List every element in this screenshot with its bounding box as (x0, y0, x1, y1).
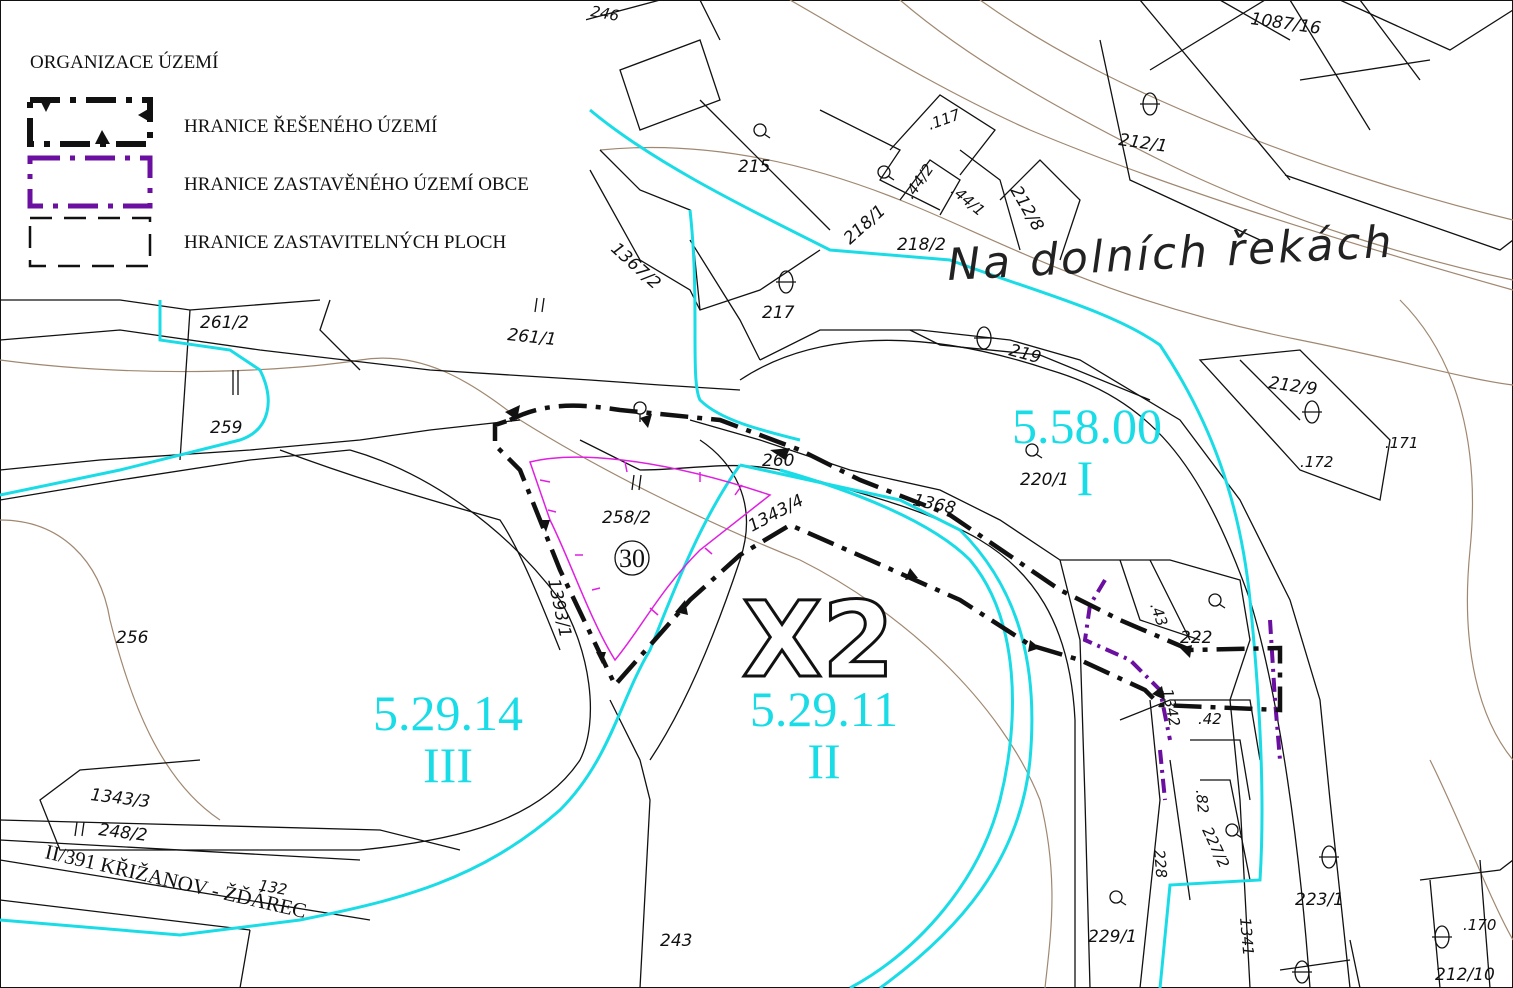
parcel-label: 223/1 (1295, 890, 1344, 910)
area-number-label: 30 (619, 544, 645, 573)
legend-label-buildable-area: HRANICE ZASTAVITELNÝCH PLOCH (184, 231, 506, 253)
zone-code-label-2: 5.29.14 (373, 685, 523, 741)
zone-class-label-3: II (807, 733, 840, 789)
parcel-label: 212/1 (1117, 130, 1168, 157)
parcel-label: 218/1 (840, 201, 890, 249)
parcel-label: 1342 (1158, 687, 1184, 728)
parcel-label: .44/2 (901, 160, 938, 202)
buildable-area-30 (529, 456, 772, 662)
zone-code-label-1: 5.58.00 (1012, 398, 1162, 454)
built-up-area-boundary (1082, 578, 1282, 801)
parcel-label: 1343/3 (89, 785, 151, 812)
parcel-label: .44/1 (947, 181, 988, 220)
parcel-label: 132 (257, 876, 288, 899)
forest-symbol-icon (1432, 925, 1452, 949)
parcel-label: 215 (738, 157, 770, 177)
parcel-label: 212/10 (1435, 965, 1495, 985)
parcel-label: 1393/1 (543, 577, 575, 640)
land-use-symbols (74, 92, 1452, 984)
legend-label-solved-area: HRANICE ŘEŠENÉHO ÚZEMÍ (184, 115, 437, 137)
parcel-label: 222 (1180, 628, 1212, 648)
parcel-label: .170 (1463, 916, 1496, 934)
legend-symbol-buildable-area (28, 216, 152, 268)
parcel-label: 1087/16 (1249, 9, 1322, 39)
solved-area-arrows (505, 405, 1192, 700)
parcel-label: 256 (116, 628, 149, 648)
parcel-label: 212/8 (1006, 183, 1048, 236)
garden-symbol-icon (1208, 593, 1226, 609)
parcel-label: 220/1 (1020, 470, 1069, 490)
garden-symbol-icon (1225, 823, 1243, 839)
zone-code-label-3: 5.29.11 (750, 681, 898, 737)
garden-symbol-icon (877, 165, 895, 181)
parcel-label: 258/2 (602, 508, 651, 528)
parcel-label: 218/2 (897, 235, 946, 255)
parcel-label: 1341 (1236, 917, 1257, 957)
parcel-label: 217 (762, 303, 795, 323)
garden-symbol-icon (753, 123, 771, 139)
forest-symbol-icon (1140, 92, 1160, 116)
garden-symbol-icon (633, 401, 647, 422)
parcel-label: .43 (1146, 600, 1171, 629)
forest-symbol-icon (1319, 845, 1339, 869)
parcel-label: 229/1 (1088, 927, 1137, 947)
legend-label-built-up-area: HRANICE ZASTAVĚNÉHO ÚZEMÍ OBCE (184, 173, 529, 195)
parcel-label: 246 (589, 2, 620, 25)
parcel-label: 260 (762, 451, 794, 471)
parcel-label: 243 (660, 931, 692, 951)
forest-symbol-icon (1302, 400, 1322, 424)
garden-symbol-icon (1025, 443, 1043, 459)
parcel-label: 228 (1150, 849, 1170, 879)
legend-symbol-solved-area (27, 97, 153, 147)
meadow-symbol-icon (534, 297, 545, 313)
parcel-label: 227/2 (1198, 824, 1233, 871)
zone-class-label-1: I (1077, 450, 1094, 506)
meadow-symbol-icon (232, 370, 239, 395)
parcel-label: .82 (1192, 789, 1212, 814)
parcel-label: .172 (1300, 453, 1333, 471)
garden-symbol-icon (1109, 890, 1127, 906)
parcel-label: 261/1 (506, 325, 557, 350)
meadow-symbol-icon (74, 821, 85, 837)
area-number-marker: 30 (614, 540, 650, 576)
parcel-label: 261/2 (200, 313, 249, 333)
legend-title: ORGANIZACE ÚZEMÍ (30, 51, 218, 73)
solved-area-boundary (492, 403, 1283, 713)
parcel-label: .171 (1385, 434, 1418, 452)
legend-symbol-built-up-area (27, 155, 153, 209)
meadow-symbol-icon (631, 474, 642, 491)
parcel-label: .42 (1198, 710, 1222, 728)
parcel-label: 259 (210, 418, 242, 438)
legend: ORGANIZACE ÚZEMÍ HRANICE ŘEŠENÉHO ÚZEMÍ … (8, 8, 586, 296)
area-code-label: X2 (742, 579, 895, 701)
forest-symbol-icon (1292, 960, 1312, 984)
parcel-label: .117 (925, 105, 963, 133)
parcel-label: 1367/2 (607, 239, 665, 294)
forest-symbol-icon (776, 270, 796, 294)
parcel-label: 219 (1007, 341, 1044, 369)
forest-symbol-icon (974, 326, 994, 350)
zone-class-label-2: III (423, 737, 473, 793)
